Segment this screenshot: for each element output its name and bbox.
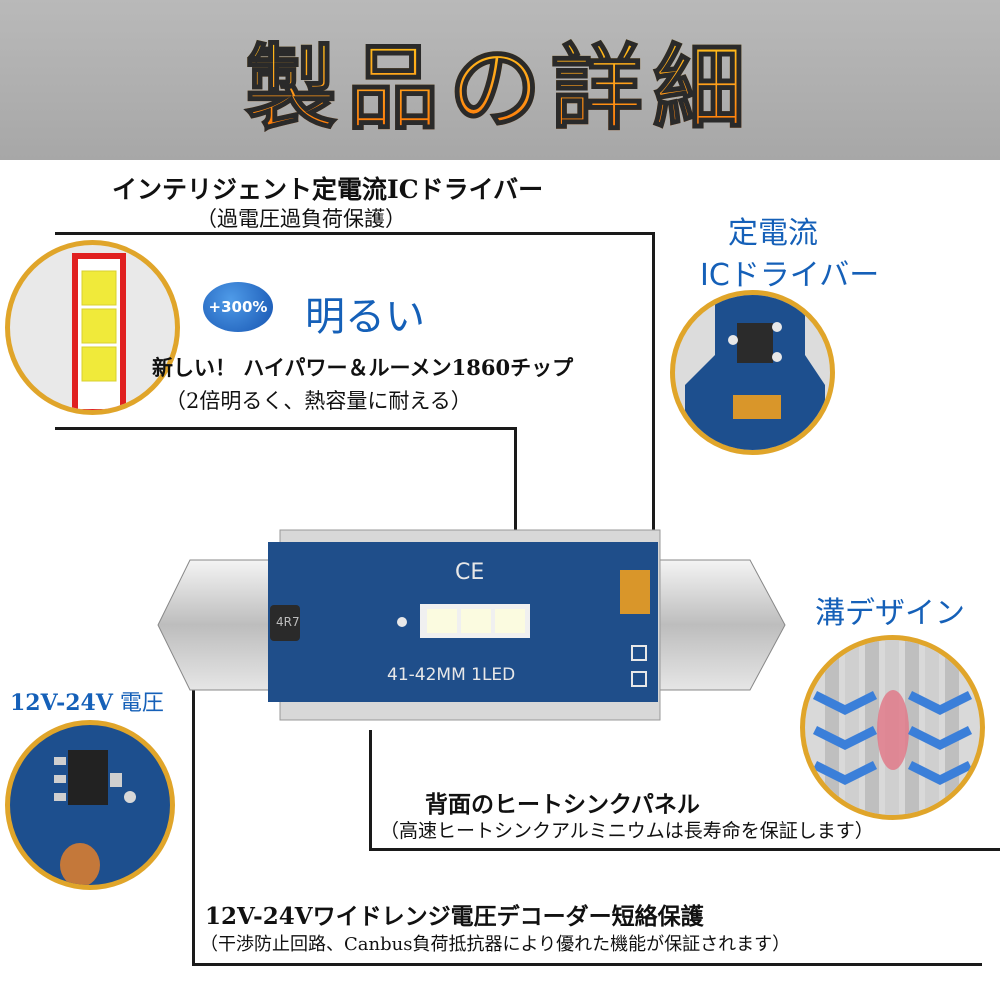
callout-line-decoder-v [192, 655, 195, 965]
header-banner: 製品の詳細 [0, 0, 1000, 160]
groove-title: 溝デザイン [815, 596, 965, 631]
ic-driver-closeup [670, 290, 835, 455]
brightness-badge: +300% [203, 282, 273, 332]
heatsink-sub: （高速ヒートシンクアルミニウムは長寿命を保証します） [380, 820, 874, 842]
decoder-sub: （干渉防止回路、Canbus負荷抵抗器により優れた機能が保証されます） [200, 934, 791, 955]
brightness-sub: （2倍明るく、熱容量に耐える） [165, 389, 472, 413]
driver-side-line1: 定電流 [728, 216, 818, 251]
ce-mark: CE [455, 560, 485, 585]
led-bulb-illustration [157, 529, 786, 721]
page-title: 製品の詳細 [244, 14, 755, 147]
brightness-title: 明るい [305, 294, 425, 340]
inductor-label: 4R7 [276, 615, 300, 629]
callout-line-chip-v [514, 427, 517, 607]
decoder-title: 12V-24Vワイドレンジ電圧デコーダー短絡保護 [205, 903, 704, 930]
decoder-illustration [54, 750, 136, 885]
driver-title: インテリジェント定電流ICドライバー [112, 175, 544, 204]
callout-line-chip-h [55, 427, 517, 430]
callout-line-heatsink-v [369, 730, 372, 850]
voltage-label-rest: 電圧 [119, 691, 164, 716]
brightness-desc: 新しい！ ハイパワー＆ルーメン1860チップ [152, 355, 574, 380]
callout-line-driver-v [652, 232, 655, 532]
heatsink-title: 背面のヒートシンクパネル [425, 791, 700, 818]
groove-illustration [812, 640, 973, 815]
voltage-label-bold: 12V-24V [10, 690, 113, 716]
led-chip-illustration [72, 253, 126, 410]
bulb-model-label: 41-42MM 1LED [387, 665, 516, 685]
callout-line-heatsink-h [369, 848, 1000, 851]
ic-driver-illustration [685, 295, 825, 450]
callout-line-driver-h [55, 232, 655, 235]
groove-closeup [800, 635, 985, 820]
callout-line-decoder-h [192, 963, 982, 966]
driver-side-line2: ICドライバー [700, 258, 880, 293]
led-chip-closeup [5, 240, 180, 415]
voltage-label: 12V-24V 電圧 [10, 685, 164, 717]
decoder-closeup [5, 720, 175, 890]
driver-subtitle: （過電圧過負荷保護） [196, 207, 406, 231]
